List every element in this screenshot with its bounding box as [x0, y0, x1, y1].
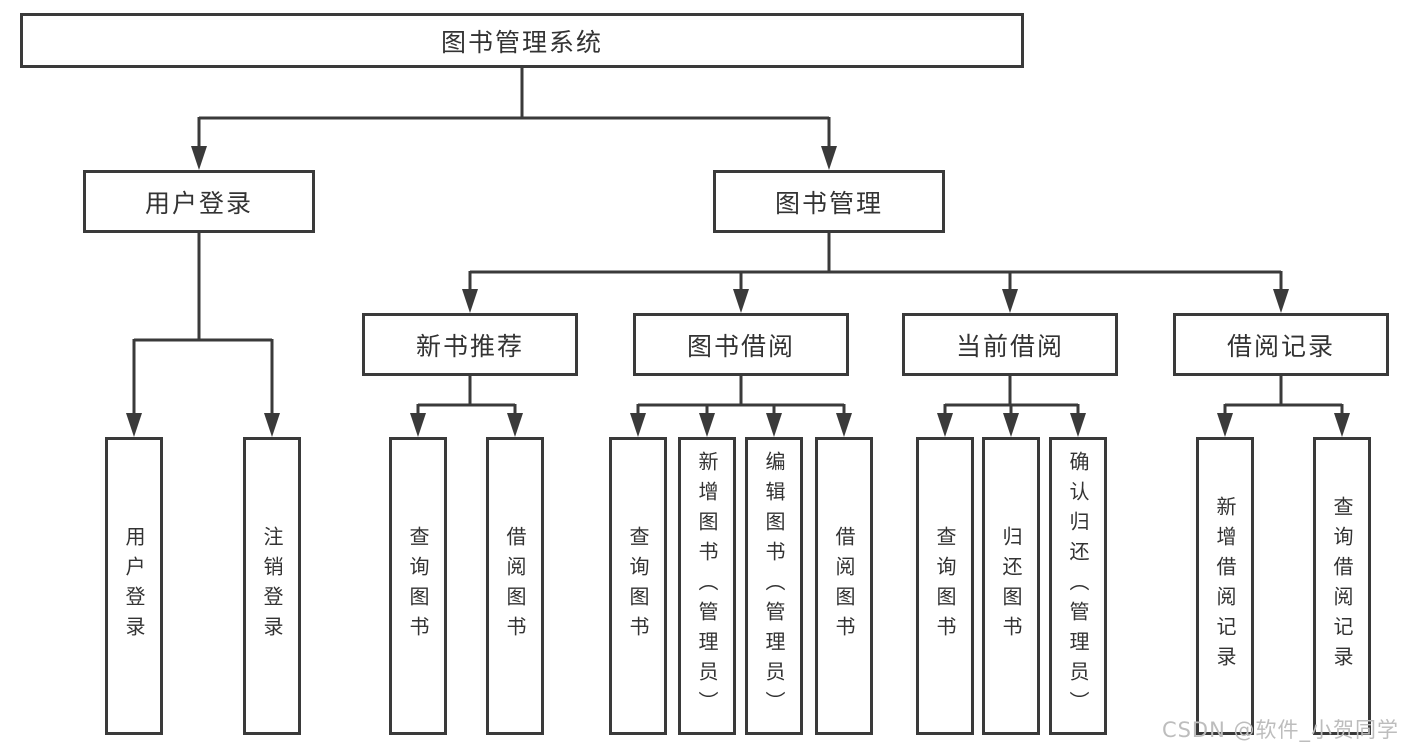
node-book-management-branch: 图书管理: [713, 170, 945, 233]
leaf-borrow-books: 借阅图书: [815, 437, 873, 735]
node-current-borrow: 当前借阅: [902, 313, 1118, 376]
node-new-book-recommend: 新书推荐: [362, 313, 578, 376]
node-borrow-records: 借阅记录: [1173, 313, 1389, 376]
leaf-recommend-query-books: 查询图书: [389, 437, 447, 735]
watermark-text: CSDN @软件_小贺同学: [1161, 718, 1399, 742]
arrowheads: [126, 146, 1350, 437]
leaf-add-books-admin: 新增图书（管理员）: [678, 437, 736, 735]
leaf-recommend-borrow-books: 借阅图书: [486, 437, 544, 735]
leaf-confirm-return-admin: 确认归还（管理员）: [1049, 437, 1107, 735]
leaf-user-login: 用户登录: [105, 437, 163, 735]
leaf-current-query-books: 查询图书: [916, 437, 974, 735]
leaf-add-borrow-record: 新增借阅记录: [1196, 437, 1254, 735]
node-book-borrow: 图书借阅: [633, 313, 849, 376]
node-user-login-branch: 用户登录: [83, 170, 315, 233]
leaf-query-borrow-record: 查询借阅记录: [1313, 437, 1371, 735]
leaf-logout: 注销登录: [243, 437, 301, 735]
node-library-management-system: 图书管理系统: [20, 13, 1024, 68]
leaf-return-books: 归还图书: [982, 437, 1040, 735]
leaf-borrow-query-books: 查询图书: [609, 437, 667, 735]
leaf-edit-books-admin: 编辑图书（管理员）: [745, 437, 803, 735]
